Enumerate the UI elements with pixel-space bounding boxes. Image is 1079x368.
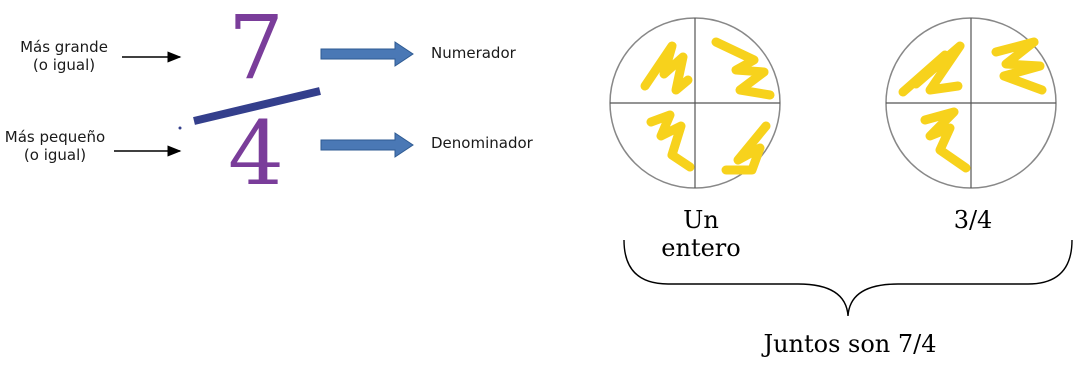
whole-scribble-tl [640, 41, 693, 95]
whole-scribble-br [721, 121, 771, 175]
bigger-label-line2: (o igual) [32, 56, 96, 74]
smaller-label-line1: Más pequeño [4, 128, 106, 146]
numerator-digit: 7 [228, 0, 284, 99]
fraction-bar-dot [178, 126, 182, 130]
smaller-label-line2: (o igual) [23, 146, 87, 164]
together-caption: Juntos son 7/4 [763, 330, 937, 358]
whole-circle [609, 17, 781, 189]
partial-scribble-tl [898, 41, 965, 97]
three-quarters-caption: 3/4 [953, 206, 993, 234]
bigger-label-line1: Más grande [20, 38, 108, 56]
fraction-bar [193, 87, 321, 125]
whole-scribble-tr [711, 37, 775, 100]
numerator-arrow [320, 41, 414, 67]
bigger-label: Más grande (o igual) [8, 38, 120, 74]
curly-brace [623, 239, 1073, 317]
numerator-label: Numerador [431, 44, 516, 62]
smaller-label: Más pequeño (o igual) [0, 128, 110, 164]
denominator-digit: 4 [228, 102, 284, 205]
partial-scribble-bl [920, 107, 971, 173]
whole-caption: Un entero [661, 206, 741, 262]
denominator-arrow [320, 132, 414, 158]
three-quarters-circle [885, 17, 1057, 189]
whole-scribble-bl [646, 110, 695, 172]
partial-scribble-tr [991, 37, 1047, 95]
denominator-label: Denominador [431, 134, 533, 152]
